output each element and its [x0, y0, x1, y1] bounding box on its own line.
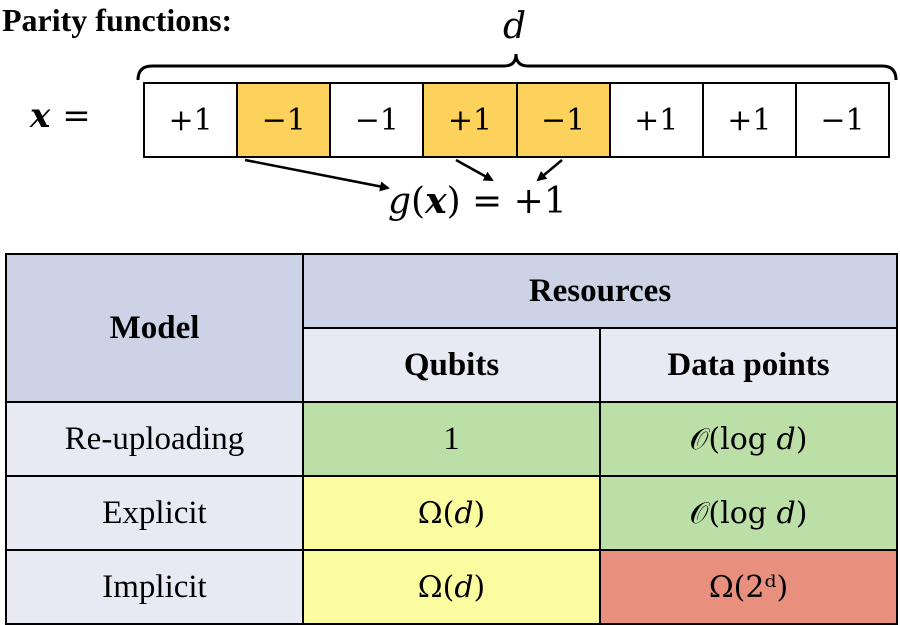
- table-row: Explicit Ω(𝑑) 𝒪(log 𝑑): [5, 475, 898, 551]
- qubits-cell: Ω(𝑑): [302, 549, 601, 625]
- data-points-cell: 𝒪(log 𝑑): [599, 401, 898, 477]
- bit-cell: −1: [796, 84, 888, 156]
- diagram-title: Parity functions:: [2, 2, 233, 38]
- bit-cell: +1: [610, 84, 704, 156]
- model-header: Model: [5, 253, 304, 403]
- arrow-bit-5: [536, 159, 563, 182]
- qubits-cell: 1: [302, 401, 601, 477]
- parity-output: g(x) = +1: [388, 180, 567, 222]
- bit-cell: −1: [331, 84, 425, 156]
- bit-cell: +1: [424, 84, 518, 156]
- equals-sign: =: [62, 96, 91, 136]
- data-points-cell: Ω(2ᵈ): [599, 549, 898, 625]
- data-points-cell: 𝒪(log 𝑑): [599, 475, 898, 551]
- dimension-brace: [136, 53, 898, 81]
- open-paren: (: [411, 181, 426, 222]
- qubits-header: Qubits: [302, 327, 601, 403]
- resources-header: Resources: [302, 253, 898, 329]
- parity-value: = +1: [460, 181, 567, 222]
- g-symbol: g: [388, 181, 412, 222]
- bit-cell: +1: [703, 84, 797, 156]
- table-row: Re-uploading 1 𝒪(log 𝑑): [5, 401, 898, 477]
- data-points-header: Data points: [599, 327, 898, 403]
- bit-count-label: d: [503, 6, 527, 47]
- qubits-cell: Ω(𝑑): [302, 475, 601, 551]
- resources-table: Model Resources Qubits Data points Re-up…: [5, 253, 898, 625]
- x-symbol: x: [30, 96, 51, 136]
- model-name: Explicit: [5, 475, 304, 551]
- arrow-bit-2: [244, 158, 390, 192]
- x-symbol-output: x: [425, 180, 447, 222]
- bit-cell: −1: [238, 84, 332, 156]
- bit-cell: −1: [517, 84, 611, 156]
- bit-vector: +1−1−1+1−1+1+1−1: [143, 82, 890, 158]
- table-row: Implicit Ω(𝑑) Ω(2ᵈ): [5, 549, 898, 625]
- bit-cell: +1: [145, 84, 239, 156]
- model-name: Re-uploading: [5, 401, 304, 477]
- model-name: Implicit: [5, 549, 304, 625]
- arrow-bit-4: [455, 158, 494, 182]
- input-vector-label: x=: [30, 96, 91, 136]
- close-paren: ): [446, 181, 461, 222]
